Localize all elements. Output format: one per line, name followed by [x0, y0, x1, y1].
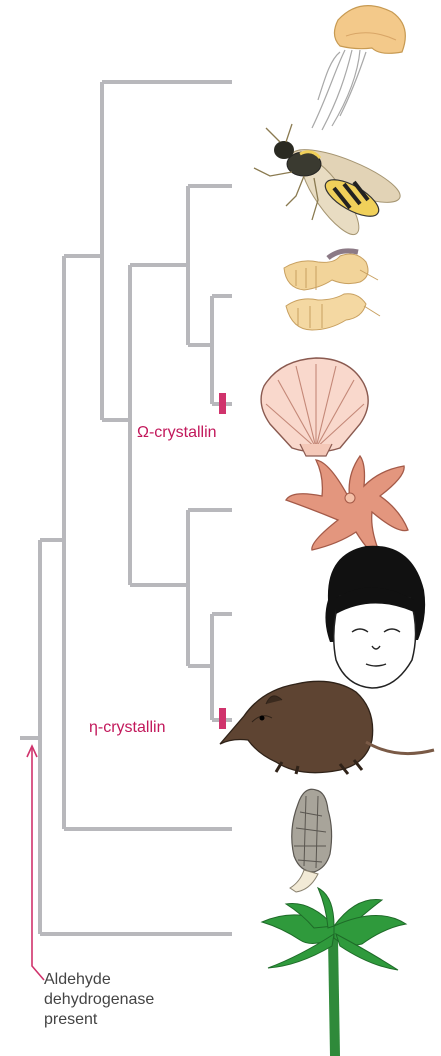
starfish-icon [286, 456, 408, 555]
elephant-shrew-icon [220, 681, 434, 774]
annotation-line-2: dehydrogenase [44, 990, 154, 1010]
eta-crystallin-label: η-crystallin [89, 719, 165, 737]
morel-mushroom-icon [290, 789, 332, 892]
eta-crystallin-marker [219, 708, 226, 729]
aldehyde-dehydrogenase-annotation: Aldehyde dehydrogenase present [44, 970, 154, 1030]
omega-crystallin-marker [219, 393, 226, 414]
jellyfish-icon [312, 6, 405, 130]
wasp-icon [254, 124, 406, 242]
omega-crystallin-label: Ω-crystallin [137, 424, 217, 442]
annotation-line-1: Aldehyde [44, 970, 154, 990]
tree-branches [20, 82, 232, 934]
palm-tree-icon [262, 888, 406, 1056]
crustacean-icon [284, 251, 380, 330]
human-child-icon [325, 546, 425, 688]
annotation-line-3: present [44, 1010, 154, 1030]
scallop-icon [261, 358, 368, 456]
